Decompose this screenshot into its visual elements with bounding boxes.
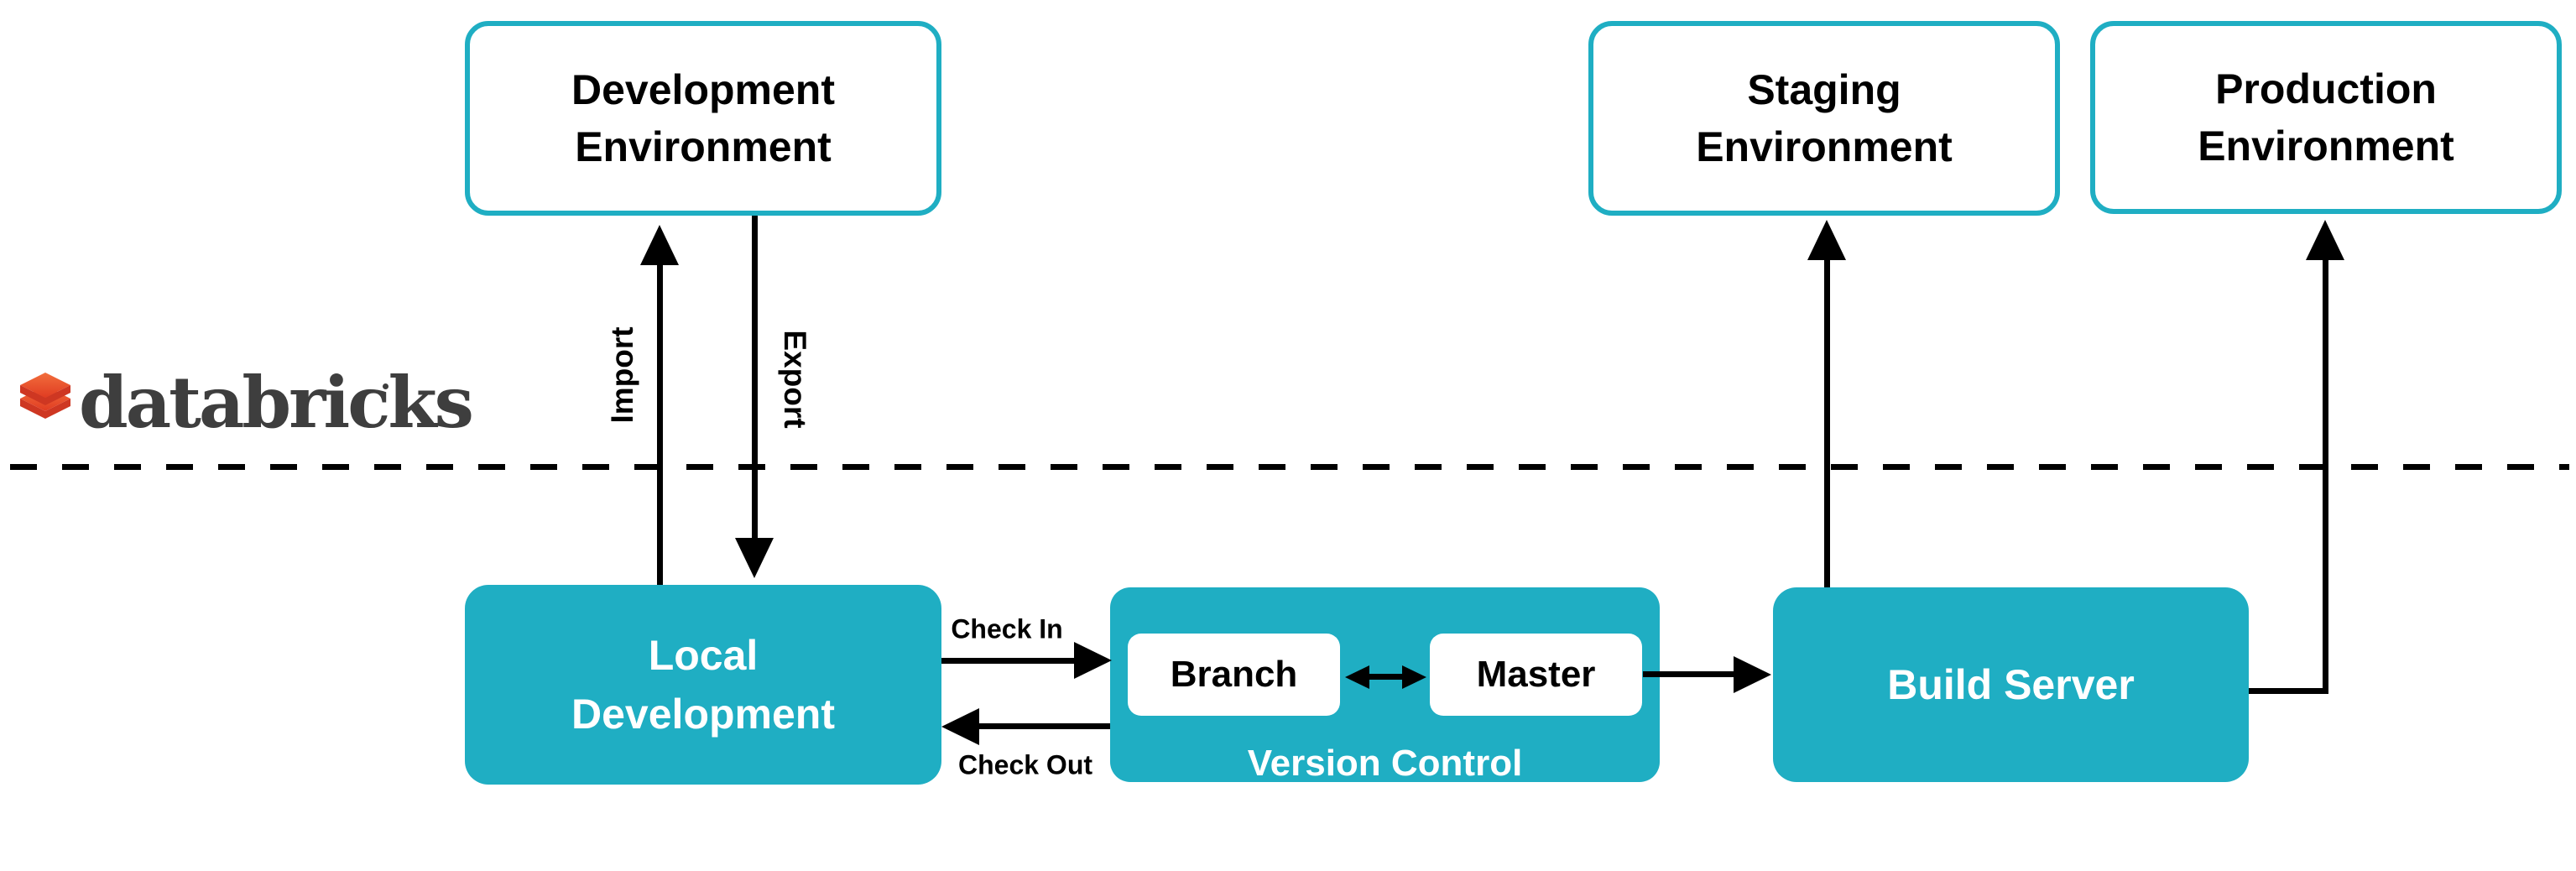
arrowhead-right-icon	[1734, 656, 1771, 693]
databricks-wordmark: databricks	[79, 361, 474, 444]
development-environment-label-line1: Development	[571, 66, 835, 113]
branch-label: Branch	[1170, 654, 1298, 695]
local-development-label-line1: Local	[648, 632, 759, 679]
arrowhead-right-icon	[1402, 665, 1426, 689]
staging-environment-box: Staging Environment	[1588, 21, 2060, 216]
staging-environment-label-line1: Staging	[1747, 66, 1901, 113]
top-brick	[20, 373, 70, 405]
arrowhead-down-icon	[735, 538, 774, 578]
arrowhead-up-icon	[1807, 220, 1846, 260]
production-environment-label-line1: Production	[2215, 65, 2437, 112]
build-server-label: Build Server	[1887, 661, 2135, 708]
export-label: Export	[778, 330, 812, 429]
production-environment-box: Production Environment	[2090, 21, 2562, 214]
trademark-dot	[383, 383, 388, 389]
local-development-label-line2: Development	[571, 691, 835, 738]
build-server-box: Build Server	[1773, 587, 2249, 782]
dashed-boundary-line	[10, 464, 2569, 470]
databricks-logo: databricks	[18, 368, 474, 438]
local-development-box: Local Development	[465, 585, 941, 785]
arrowhead-left-icon	[1345, 665, 1369, 689]
version-control-box: Branch Master Version Control	[1110, 587, 1660, 784]
version-control-label: Version Control	[1247, 743, 1523, 784]
arrowhead-right-icon	[1074, 642, 1112, 679]
staging-environment-label-line2: Environment	[1696, 123, 1953, 170]
databricks-bricks-icon	[20, 373, 70, 419]
check-out-label: Check Out	[957, 749, 1093, 780]
arrowhead-up-icon	[640, 225, 679, 265]
check-in-label: Check In	[951, 613, 1063, 644]
master-label: Master	[1476, 654, 1596, 695]
development-environment-label-line2: Environment	[575, 123, 832, 170]
master-box: Master	[1430, 634, 1642, 716]
import-label: Import	[605, 326, 639, 424]
arrowhead-up-icon	[2306, 220, 2344, 260]
branch-box: Branch	[1128, 634, 1340, 716]
production-environment-label-line2: Environment	[2198, 123, 2454, 170]
arrowhead-left-icon	[941, 708, 979, 745]
development-environment-box: Development Environment	[465, 21, 941, 216]
